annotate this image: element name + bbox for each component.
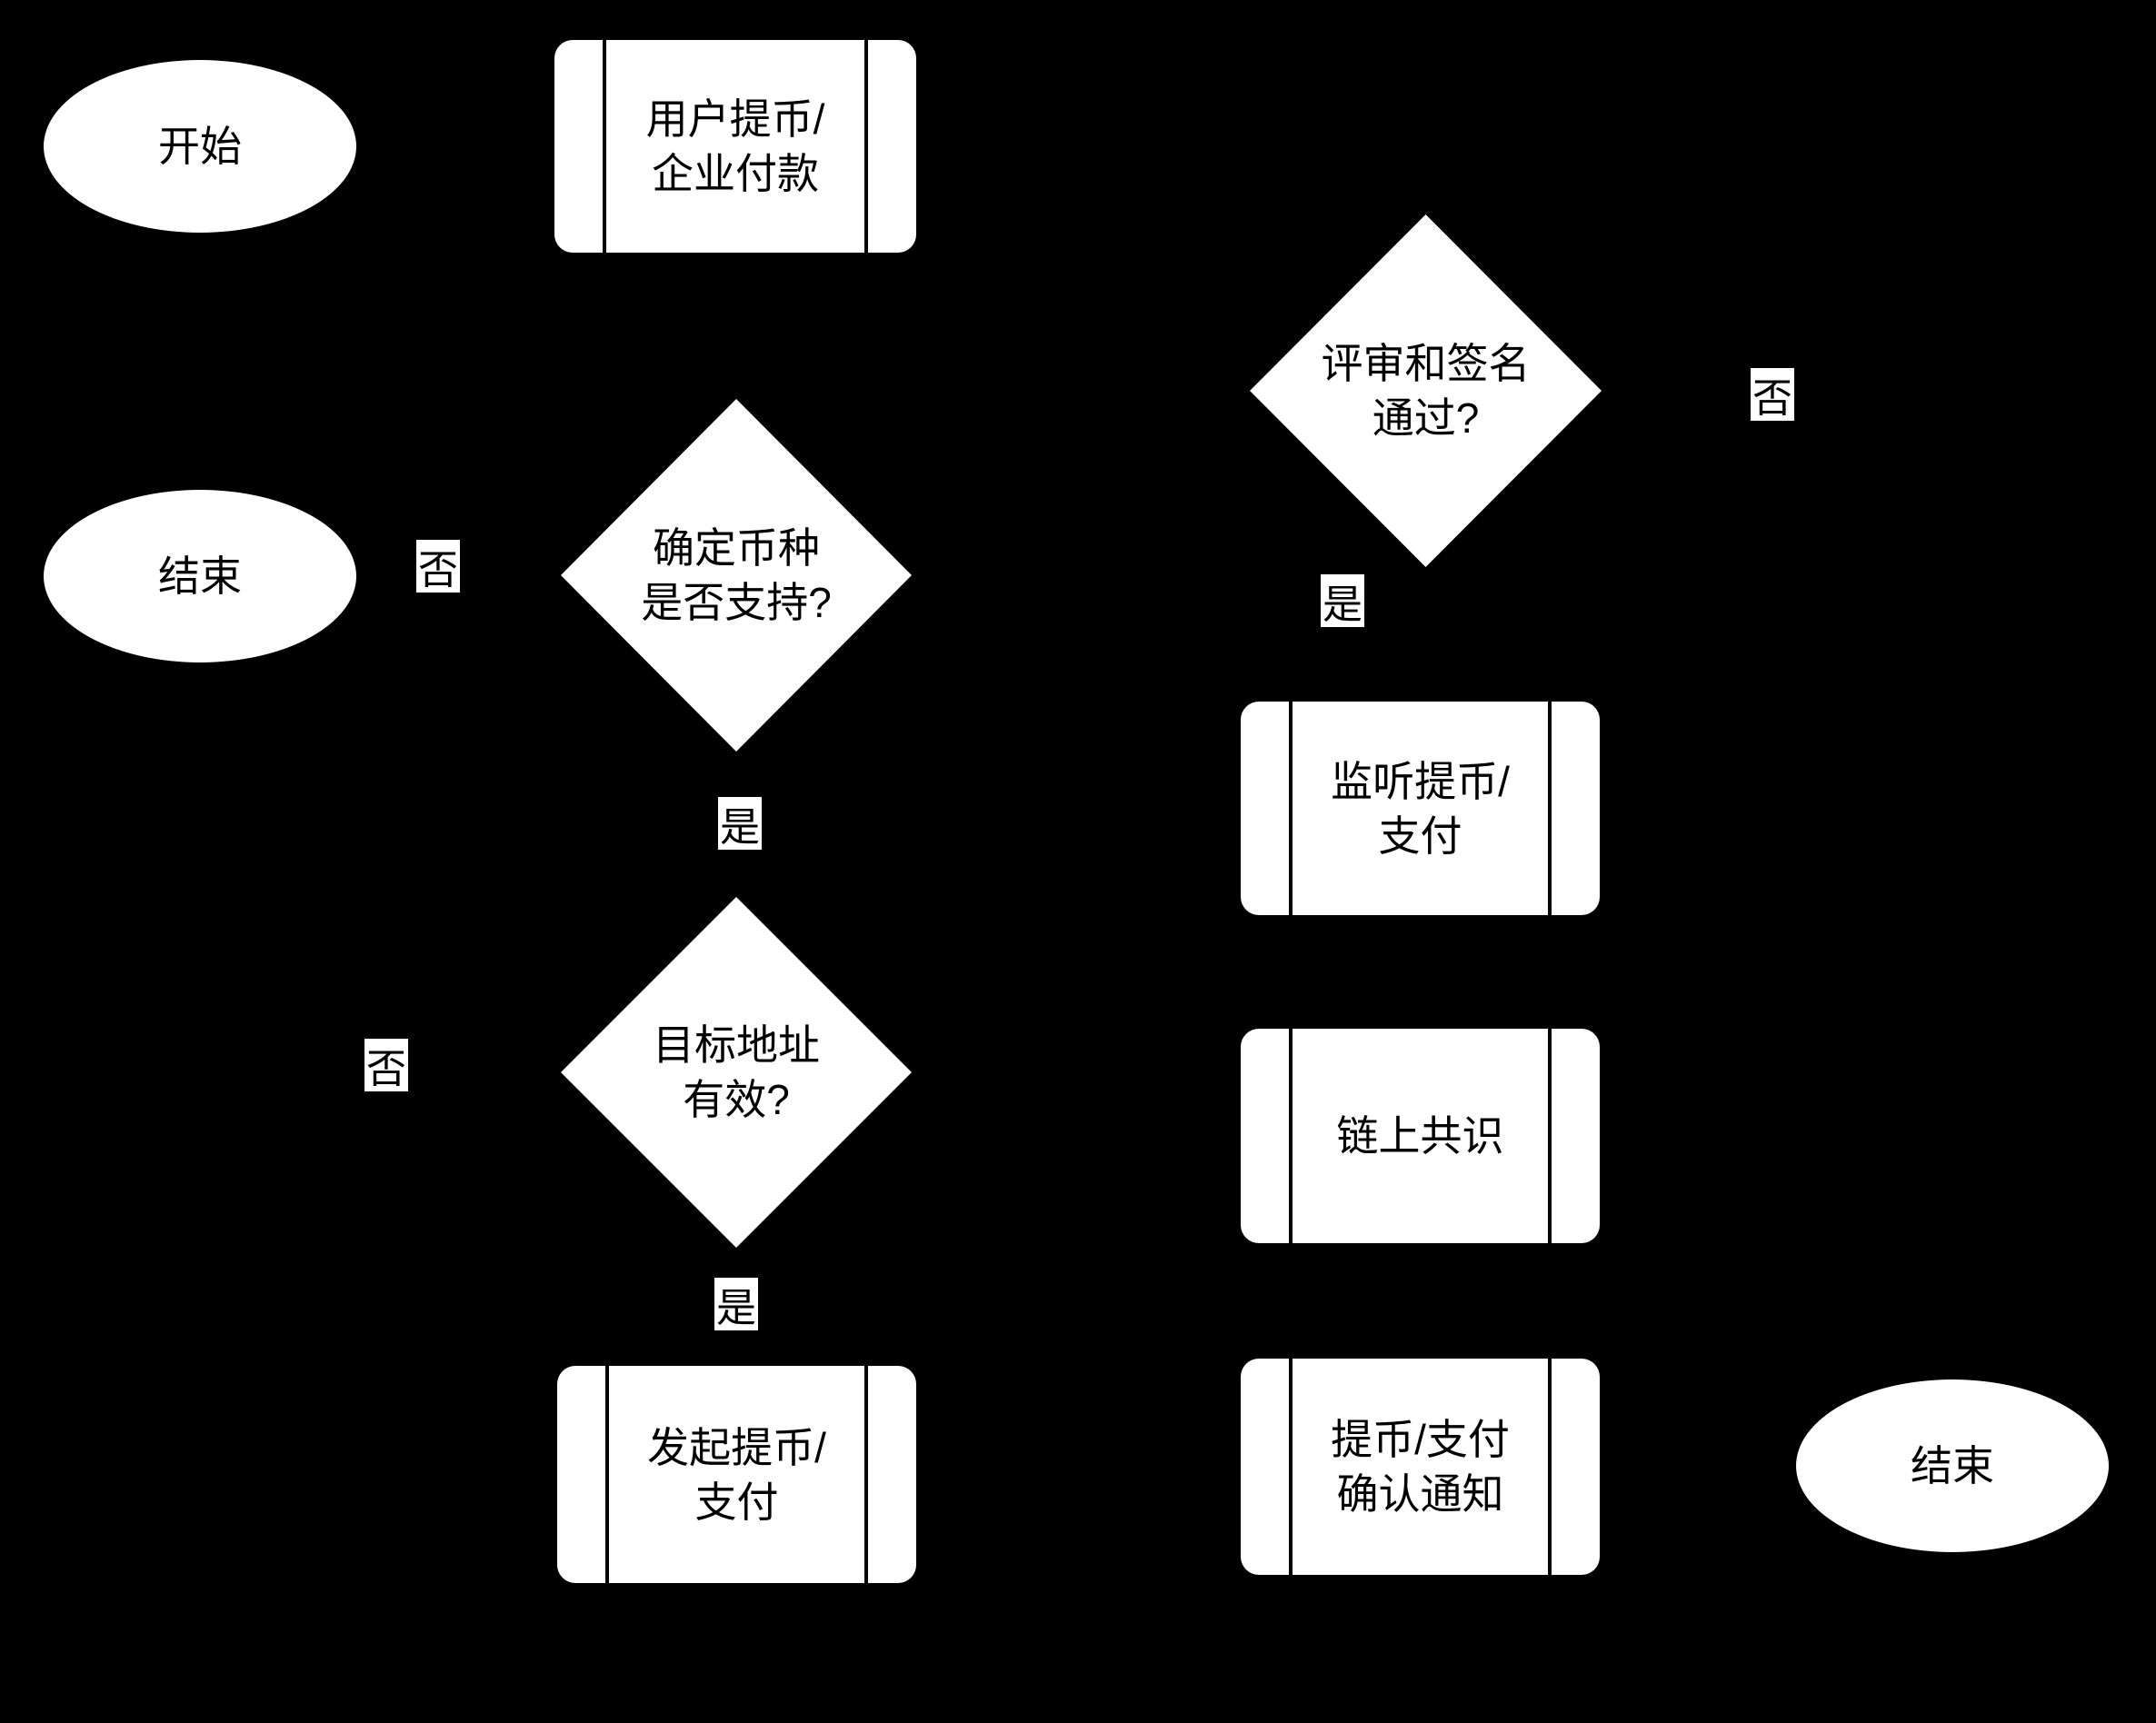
node-label: 结束 [1911,1442,1994,1489]
node-label: 评审和签名 通过? [1321,340,1531,442]
node-label: 链上共识 [1336,1112,1504,1160]
flowchart-node-check-address-decision: 目标地址 有效? [561,897,912,1248]
edge-label-address-yes: 是 [714,1278,758,1330]
subprocess-divider-left [1289,1359,1293,1575]
flowchart-node-user-withdraw-subprocess: 用户提币/ 企业付款 [554,40,916,253]
flowchart-node-end-right-terminator: 结束 [1796,1379,2109,1552]
node-label: 用户提币/ 企业付款 [645,95,825,197]
edge-label-currency-no: 否 [416,540,460,593]
edge-label-review-no: 否 [1751,368,1794,421]
subprocess-divider-right [1548,1359,1552,1575]
node-label: 发起提币/ 支付 [647,1423,826,1526]
subprocess-divider-left [1289,1029,1293,1243]
flowchart-node-check-currency-decision: 确定币种 是否支持? [561,399,912,752]
subprocess-divider-right [864,1366,868,1583]
subprocess-divider-left [605,1366,609,1583]
subprocess-divider-right [1548,702,1552,915]
subprocess-divider-right [1548,1029,1552,1243]
subprocess-divider-left [603,40,606,253]
flowchart-node-onchain-consensus-subprocess: 链上共识 [1241,1029,1600,1243]
edge-label-address-no: 否 [364,1039,408,1091]
flowchart-node-listen-withdraw-subprocess: 监听提币/ 支付 [1241,702,1600,915]
edge-label-review-yes: 是 [1321,574,1364,627]
flowchart-node-start-terminator: 开始 [44,60,356,233]
node-label: 开始 [158,123,242,170]
flowchart-node-end-left-terminator: 结束 [44,490,356,662]
node-label: 监听提币/ 支付 [1331,757,1510,860]
subprocess-divider-left [1289,702,1293,915]
flowchart-node-initiate-withdraw-subprocess: 发起提币/ 支付 [557,1366,916,1583]
node-label: 目标地址 有效? [653,1021,820,1123]
subprocess-divider-right [864,40,868,253]
flowchart-node-confirm-notify-subprocess: 提币/支付 确认通知 [1241,1359,1600,1575]
node-label: 提币/支付 确认通知 [1331,1416,1510,1518]
flowchart-node-review-sign-decision: 评审和签名 通过? [1250,214,1602,567]
node-label: 结束 [158,553,242,600]
node-label: 确定币种 是否支持? [641,524,832,626]
edge-label-currency-yes: 是 [718,797,762,850]
